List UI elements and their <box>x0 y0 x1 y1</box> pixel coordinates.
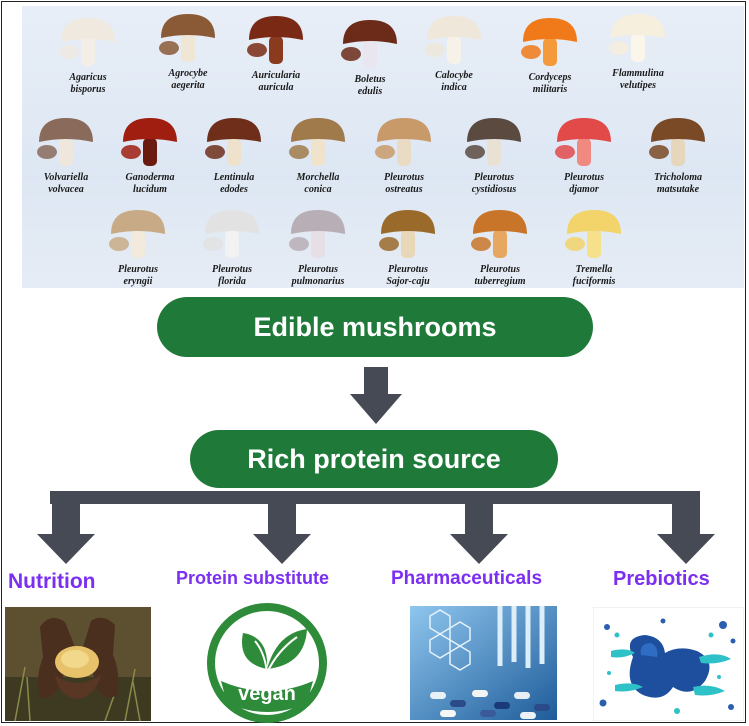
mushroom-picture <box>289 118 345 166</box>
nutrition-title: Nutrition <box>8 570 96 593</box>
mushroom-picture <box>205 118 261 166</box>
mushroom-picture <box>521 18 577 66</box>
edible-mushrooms-label: Edible mushrooms <box>253 311 497 342</box>
nutrition-hands-image <box>5 607 151 721</box>
edible-mushrooms-box: Edible mushrooms <box>157 297 593 357</box>
mushroom-picture <box>121 118 177 166</box>
mushroom-picture <box>159 14 215 62</box>
mushroom-picture <box>37 118 93 166</box>
arrow-down-pharmaceuticals <box>450 504 508 564</box>
mushroom-picture <box>425 16 481 64</box>
mushroom-picture <box>649 118 705 166</box>
mushroom-picture <box>609 14 665 62</box>
mushroom-picture <box>465 118 521 166</box>
mushroom-picture <box>247 16 303 64</box>
arrow-down-main <box>350 367 402 424</box>
arrow-down-protein-substitute <box>253 504 311 564</box>
mushroom-picture <box>565 210 621 258</box>
arrow-down-prebiotics <box>657 504 715 564</box>
mushroom-picture <box>59 18 115 66</box>
rich-protein-source-label: Rich protein source <box>247 443 501 474</box>
pharmaceuticals-image <box>410 606 557 720</box>
mushroom-picture <box>289 210 345 258</box>
arrow-down-nutrition <box>37 504 95 564</box>
vegan-logo-image <box>207 603 327 723</box>
pharmaceuticals-title: Pharmaceuticals <box>391 568 543 589</box>
branch-bar <box>50 491 700 504</box>
mushroom-picture <box>109 210 165 258</box>
mushroom-picture <box>341 20 397 68</box>
mushroom-picture <box>375 118 431 166</box>
protein-substitute-title: Protein substitute <box>176 568 330 588</box>
rich-protein-source-box: Rich protein source <box>190 430 558 488</box>
prebiotics-image <box>593 607 744 721</box>
prebiotics-title: Prebiotics <box>613 568 710 590</box>
mushroom-picture <box>379 210 435 258</box>
mushroom-picture <box>471 210 527 258</box>
mushroom-picture <box>555 118 611 166</box>
vegan-logo-text: vegan <box>238 683 296 705</box>
mushroom-picture <box>203 210 259 258</box>
